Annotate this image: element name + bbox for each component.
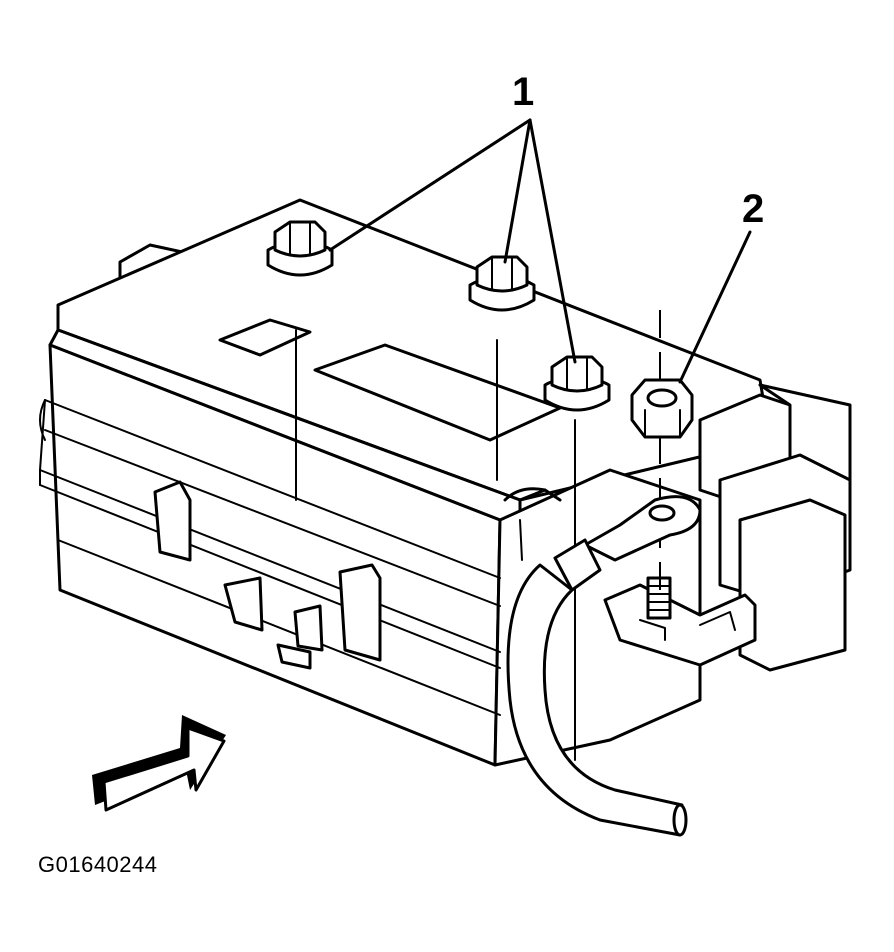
battery-cable xyxy=(506,495,702,837)
figure-id: G01640244 xyxy=(38,852,158,877)
callout-1-label: 1 xyxy=(512,70,534,114)
callout-2-label: 2 xyxy=(742,187,764,231)
bolt-3 xyxy=(543,355,611,412)
bolt-2 xyxy=(468,255,536,312)
leader-lines xyxy=(328,118,752,384)
nut xyxy=(630,378,694,439)
terminal-area xyxy=(603,310,852,672)
view-direction-arrow xyxy=(92,715,226,812)
bolt-1 xyxy=(266,220,334,277)
